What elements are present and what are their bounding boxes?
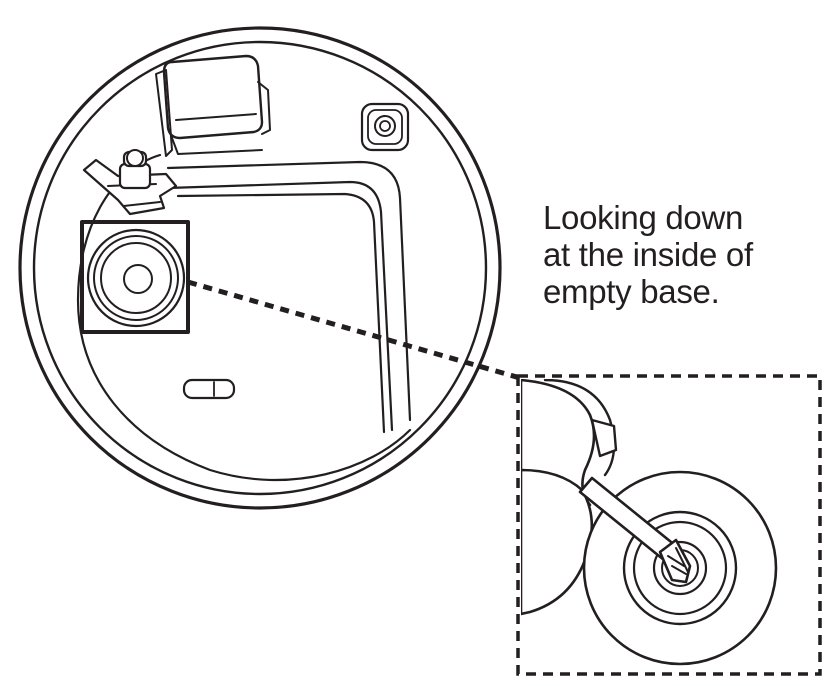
zoom-inset-content — [521, 379, 778, 666]
base-inner-floor — [76, 153, 412, 482]
base-channel — [166, 160, 412, 434]
highlight-box — [80, 220, 190, 334]
base-outer-rim — [18, 26, 502, 510]
caption-text: Looking down at the inside of empty base… — [543, 199, 828, 311]
caption-line-2: at the inside of — [543, 235, 753, 273]
base-slot — [182, 378, 236, 400]
caption-line-3: empty base. — [543, 272, 720, 310]
leader-line — [187, 279, 521, 381]
thermostat-pin — [82, 149, 178, 216]
caption-line-1: Looking down — [543, 199, 744, 236]
screw-boss — [360, 102, 410, 152]
switch-housing — [155, 54, 271, 157]
